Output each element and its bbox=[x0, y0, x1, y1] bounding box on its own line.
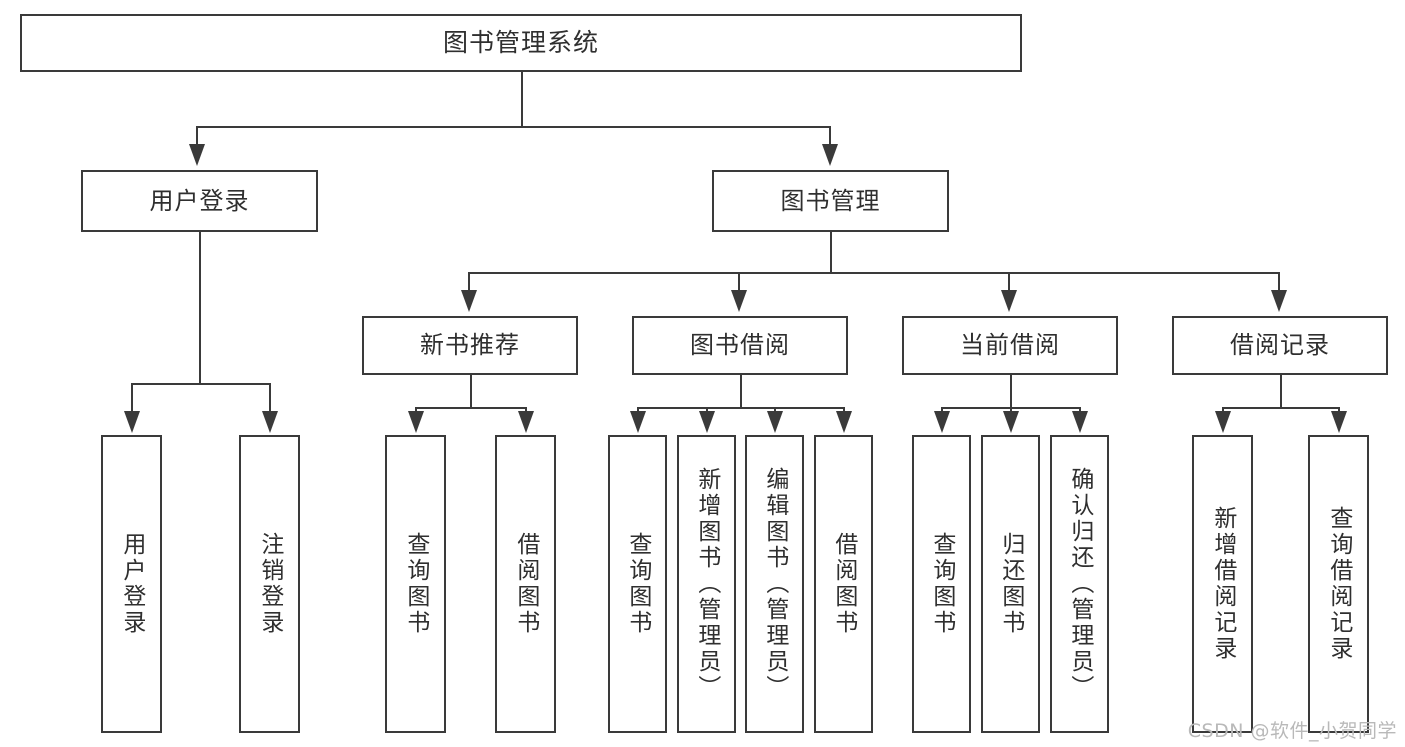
arrowhead-current-borrow-3 bbox=[1072, 411, 1088, 433]
leaf-book-borrow-query-book[interactable]: 查询图书 bbox=[608, 435, 667, 733]
arrowhead-borrow-record-1 bbox=[1215, 411, 1231, 433]
arrowhead-level3-3 bbox=[1001, 290, 1017, 312]
node-borrow-record[interactable]: 借阅记录 bbox=[1172, 316, 1388, 375]
node-user-login[interactable]: 用户登录 bbox=[81, 170, 318, 232]
arrowhead-book-borrow-4 bbox=[836, 411, 852, 433]
node-current-borrow[interactable]: 当前借阅 bbox=[902, 316, 1118, 375]
connector-level3-drop-1 bbox=[468, 272, 470, 292]
arrowhead-new-book-2 bbox=[518, 411, 534, 433]
connector-new-book-bus bbox=[415, 407, 525, 409]
connector-new-book-stem bbox=[470, 375, 472, 407]
leaf-current-borrow-query-book[interactable]: 查询图书 bbox=[912, 435, 971, 733]
connector-user-login-drop-1 bbox=[131, 383, 133, 413]
connector-level3-drop-2 bbox=[738, 272, 740, 292]
connector-level2-bus bbox=[196, 126, 830, 128]
arrowhead-level3-2 bbox=[731, 290, 747, 312]
leaf-borrow-record-query-record[interactable]: 查询借阅记录 bbox=[1308, 435, 1369, 733]
connector-borrow-record-bus bbox=[1222, 407, 1338, 409]
arrowhead-user-login-1 bbox=[124, 411, 140, 433]
connector-book-borrow-bus bbox=[637, 407, 843, 409]
connector-level3-bus bbox=[468, 272, 1279, 274]
connector-book-management-stem bbox=[830, 232, 832, 272]
node-root-system[interactable]: 图书管理系统 bbox=[20, 14, 1022, 72]
node-new-book-recommend[interactable]: 新书推荐 bbox=[362, 316, 578, 375]
leaf-book-borrow-add-book-admin[interactable]: 新增图书（管理员） bbox=[677, 435, 736, 733]
connector-user-login-drop-2 bbox=[269, 383, 271, 413]
leaf-current-borrow-confirm-return-admin[interactable]: 确认归还（管理员） bbox=[1050, 435, 1109, 733]
connector-user-login-stem bbox=[199, 232, 201, 383]
arrowhead-borrow-record-2 bbox=[1331, 411, 1347, 433]
connector-level3-drop-3 bbox=[1008, 272, 1010, 292]
connector-user-login-bus bbox=[131, 383, 269, 385]
leaf-user-login-logout[interactable]: 注销登录 bbox=[239, 435, 300, 733]
arrowhead-book-borrow-1 bbox=[630, 411, 646, 433]
arrowhead-user-login-2 bbox=[262, 411, 278, 433]
arrowhead-book-borrow-2 bbox=[699, 411, 715, 433]
leaf-borrow-record-add-record[interactable]: 新增借阅记录 bbox=[1192, 435, 1253, 733]
connector-book-borrow-stem bbox=[740, 375, 742, 407]
arrowhead-level2-1 bbox=[189, 144, 205, 166]
connector-current-borrow-stem bbox=[1010, 375, 1012, 407]
leaf-new-book-borrow-book[interactable]: 借阅图书 bbox=[495, 435, 556, 733]
connector-level3-drop-4 bbox=[1278, 272, 1280, 292]
connector-borrow-record-stem bbox=[1280, 375, 1282, 407]
connector-root-stem bbox=[521, 72, 523, 126]
arrowhead-current-borrow-1 bbox=[934, 411, 950, 433]
arrowhead-level2-2 bbox=[822, 144, 838, 166]
connector-level2-drop-1 bbox=[196, 126, 198, 146]
arrowhead-level3-1 bbox=[461, 290, 477, 312]
arrowhead-new-book-1 bbox=[408, 411, 424, 433]
arrowhead-level3-4 bbox=[1271, 290, 1287, 312]
node-book-borrow[interactable]: 图书借阅 bbox=[632, 316, 848, 375]
arrowhead-current-borrow-2 bbox=[1003, 411, 1019, 433]
node-book-management[interactable]: 图书管理 bbox=[712, 170, 949, 232]
leaf-new-book-query-book[interactable]: 查询图书 bbox=[385, 435, 446, 733]
leaf-book-borrow-borrow-book[interactable]: 借阅图书 bbox=[814, 435, 873, 733]
leaf-book-borrow-edit-book-admin[interactable]: 编辑图书（管理员） bbox=[745, 435, 804, 733]
leaf-user-login-login[interactable]: 用户登录 bbox=[101, 435, 162, 733]
leaf-current-borrow-return-book[interactable]: 归还图书 bbox=[981, 435, 1040, 733]
arrowhead-book-borrow-3 bbox=[767, 411, 783, 433]
connector-level2-drop-2 bbox=[829, 126, 831, 146]
